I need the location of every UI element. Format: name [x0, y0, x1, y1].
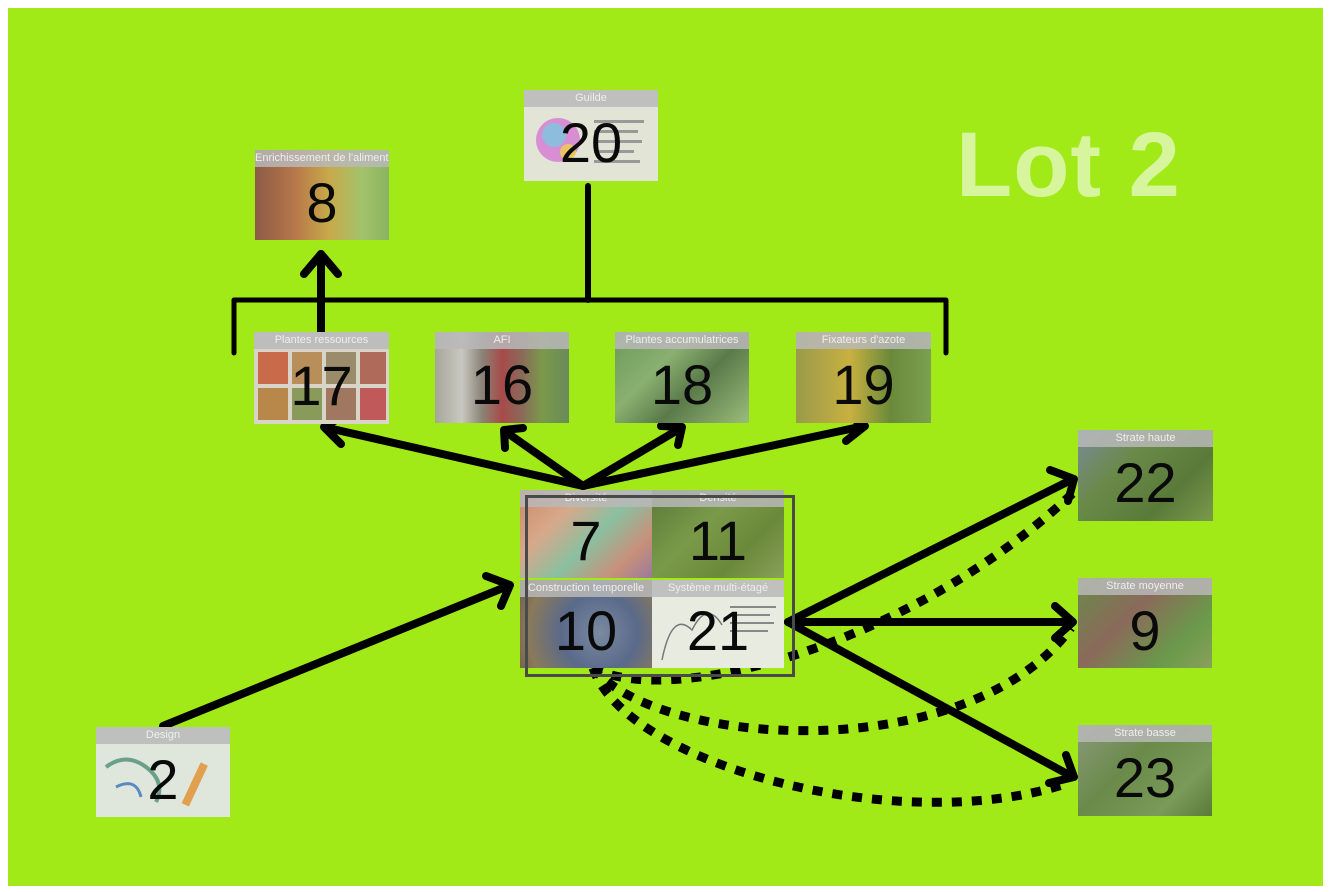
arrow-2-to-group	[159, 582, 512, 730]
node-17-plantes-ressources[interactable]: Plantes ressources 17	[254, 332, 389, 424]
node-number: 20	[559, 111, 623, 174]
node-caption: Strate haute	[1078, 430, 1213, 447]
node-21-systeme-multi-etage[interactable]: Système multi-étagé 21	[652, 580, 784, 668]
node-number: 23	[1113, 746, 1177, 809]
node-number: 8	[306, 170, 338, 234]
arrow-group-to-19	[579, 422, 868, 490]
node-number: 17	[290, 353, 353, 417]
node-22-strate-haute[interactable]: Strate haute 22	[1078, 430, 1213, 521]
node-number: 21	[686, 598, 750, 662]
arrow-21-to-22	[784, 476, 1075, 626]
node-caption: Strate moyenne	[1078, 578, 1212, 595]
lot-title: Lot 2	[956, 114, 1181, 216]
node-number: 16	[470, 353, 534, 416]
node-caption: Fixateurs d'azote	[796, 332, 931, 349]
arrow-21-to-23	[784, 618, 1075, 780]
node-caption: Design	[96, 727, 230, 744]
node-7-diversite[interactable]: Diversité 7	[520, 490, 652, 578]
node-caption: Plantes ressources	[254, 332, 389, 349]
node-number: 11	[688, 508, 748, 572]
dotted-10-to-22	[590, 489, 1077, 685]
node-caption: Guilde	[524, 90, 658, 107]
node-number: 7	[570, 508, 602, 572]
node-number: 18	[650, 353, 714, 416]
group-frame	[525, 495, 795, 677]
dotted-10-to-9	[589, 625, 1075, 736]
node-16-afi[interactable]: AFI 16	[435, 332, 569, 423]
arrowhead-18	[657, 422, 686, 449]
node-9-strate-moyenne[interactable]: Strate moyenne 9	[1078, 578, 1212, 668]
node-8-enrichissement[interactable]: Enrichissement de l'alimentation 8	[255, 150, 389, 240]
arrowhead-8	[300, 250, 342, 278]
node-2-design[interactable]: Design 2	[96, 727, 230, 817]
node-caption: Système multi-étagé	[652, 580, 784, 597]
arrow-group-to-16	[502, 428, 587, 490]
node-23-strate-basse[interactable]: Strate basse 23	[1078, 725, 1212, 816]
node-caption: Plantes accumulatrices	[615, 332, 749, 349]
node-number: 9	[1129, 598, 1161, 662]
node-number: 2	[147, 747, 179, 811]
node-number: 19	[832, 353, 895, 416]
arrowhead-23	[1045, 751, 1078, 787]
arrow-group-to-17	[324, 424, 587, 490]
node-number: 22	[1114, 451, 1177, 514]
diagram-canvas: Lot 2 Guilde 20 Enrichissement de l'alim…	[8, 8, 1323, 886]
node-number: 10	[554, 598, 618, 662]
node-caption: Strate basse	[1078, 725, 1212, 742]
node-caption: Construction temporelle	[520, 580, 652, 597]
arrow-group-to-18	[579, 424, 685, 490]
node-caption: AFI	[435, 332, 569, 349]
node-18-plantes-accumulatrices[interactable]: Plantes accumulatrices 18	[615, 332, 749, 423]
dotted-10-to-23	[588, 666, 1070, 807]
node-11-densite[interactable]: Densité 11	[652, 490, 784, 578]
arrowhead-9	[1051, 602, 1077, 642]
arrowhead-group	[482, 572, 514, 610]
node-10-construction-temporelle[interactable]: Construction temporelle 10	[520, 580, 652, 668]
arrowhead-16	[500, 424, 527, 452]
node-caption: Enrichissement de l'alimentation	[255, 150, 389, 167]
node-20-guilde[interactable]: Guilde 20	[524, 90, 658, 181]
node-19-fixateurs-azote[interactable]: Fixateurs d'azote 19	[796, 332, 931, 423]
bracket-bar	[231, 297, 949, 356]
